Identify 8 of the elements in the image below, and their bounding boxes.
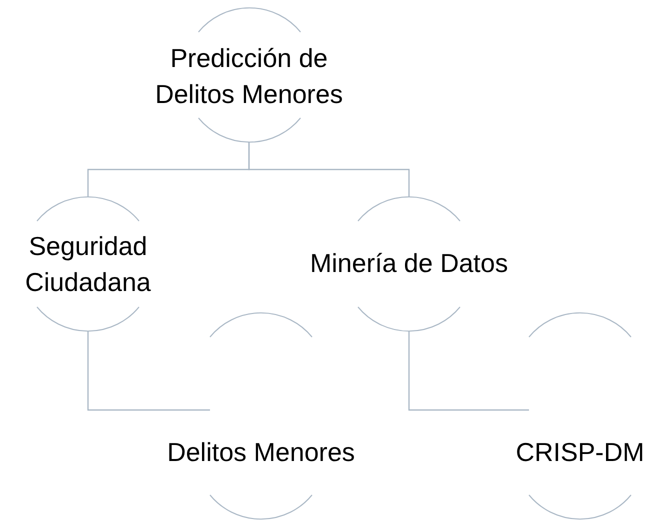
connector-line: [87, 331, 210, 411]
node-label: Seguridad Ciudadana: [24, 230, 152, 299]
node-label: CRISP-DM: [514, 436, 646, 469]
node-label: Predicción de Delitos Menores: [154, 42, 344, 111]
node-label: Minería de Datos: [309, 247, 509, 280]
connector-line: [248, 142, 410, 197]
connector-line: [408, 331, 529, 411]
node-label: Delitos Menores: [166, 436, 356, 469]
